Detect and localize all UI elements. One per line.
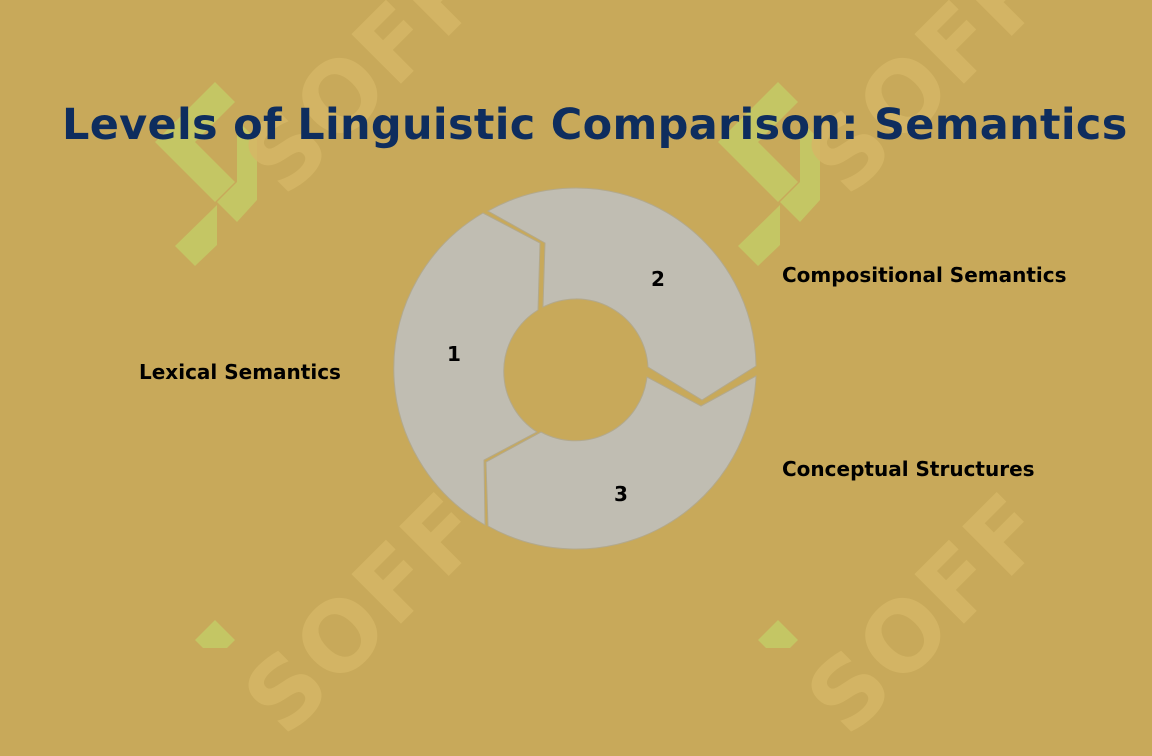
watermark-logo: [195, 620, 798, 648]
slide: SOFF SOFF SOFF SOFF Levels of Linguistic…: [62, 0, 1128, 756]
ring-segment-1: [393, 212, 541, 526]
segment-label-1: Lexical Semantics: [139, 360, 341, 384]
segment-label-2: Compositional Semantics: [782, 263, 1067, 287]
ring-segment-2: [486, 187, 757, 401]
watermark-logos: [155, 82, 820, 648]
ring-segment-3: [485, 375, 757, 550]
segment-label-3: Conceptual Structures: [782, 457, 1035, 481]
ring: [393, 187, 757, 550]
segment-number-3: 3: [614, 482, 628, 506]
cycle-diagram: 1 2 3: [393, 187, 757, 550]
watermark-logo: [155, 82, 257, 266]
watermark-logo: [718, 82, 820, 266]
segment-number-1: 1: [447, 342, 461, 366]
slide-title: Levels of Linguistic Comparison: Semanti…: [62, 100, 1128, 150]
segment-number-2: 2: [651, 267, 665, 291]
